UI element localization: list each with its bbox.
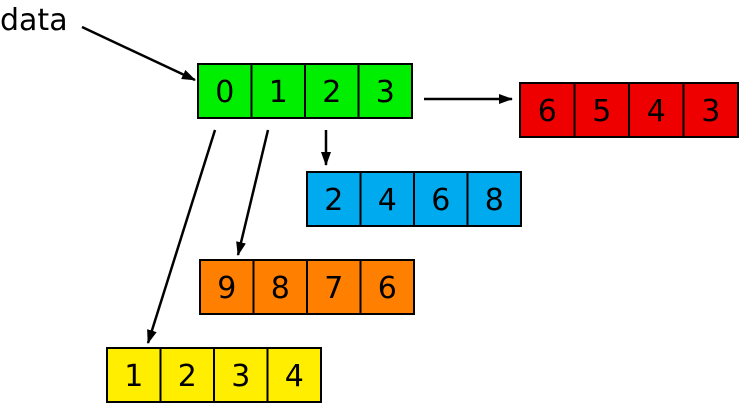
array-orange-value-2: 7 (324, 271, 343, 306)
pointer-arrows (81, 25, 513, 344)
array-orange-value-1: 8 (271, 271, 290, 306)
array-root-cell-2 (304, 63, 360, 119)
array-blue-value-1: 4 (378, 183, 397, 218)
array-red-value-2: 4 (647, 94, 666, 129)
array-blue-cell-0 (306, 171, 362, 227)
array-root-value-2: 2 (322, 75, 341, 110)
array-red-cell-2 (628, 82, 685, 138)
array-root-value-3: 3 (376, 75, 395, 110)
array-yellow-cell-1 (159, 347, 215, 403)
array-red-cell-3 (682, 82, 739, 138)
array-root-value-1: 1 (269, 75, 288, 110)
array-orange-value-0: 9 (217, 271, 236, 306)
array-red-value-1: 5 (592, 94, 611, 129)
array-orange-cell-0 (199, 259, 255, 315)
arrow-root-0-to-yellow (146, 129, 217, 344)
array-red-value-3: 3 (701, 94, 720, 129)
array-yellow-value-1: 2 (178, 359, 197, 394)
array-blue-value-2: 6 (431, 183, 450, 218)
arrow-label-to-root (81, 25, 196, 82)
array-orange-value-3: 6 (378, 271, 397, 306)
array-orange-cell-3 (359, 259, 415, 315)
arrow-root-1-to-orange (236, 129, 270, 256)
array-root-cell-3 (357, 63, 413, 119)
array-blue-cell-3 (466, 171, 522, 227)
array-root-value-0: 0 (215, 75, 234, 110)
array-red-cell-0 (519, 82, 576, 138)
array-yellow-cell-2 (213, 347, 269, 403)
array-orange-cell-2 (306, 259, 362, 315)
array-blue-value-3: 8 (485, 183, 504, 218)
array-yellow-cell-3 (266, 347, 322, 403)
array-blue-cell-2 (413, 171, 469, 227)
array-yellow-value-3: 4 (285, 359, 304, 394)
array-yellow-value-2: 3 (231, 359, 250, 394)
array-blue-value-0: 2 (324, 183, 343, 218)
array-red-value-0: 6 (538, 94, 557, 129)
array-yellow-value-0: 1 (124, 359, 143, 394)
root-pointer-label: data (0, 3, 68, 38)
